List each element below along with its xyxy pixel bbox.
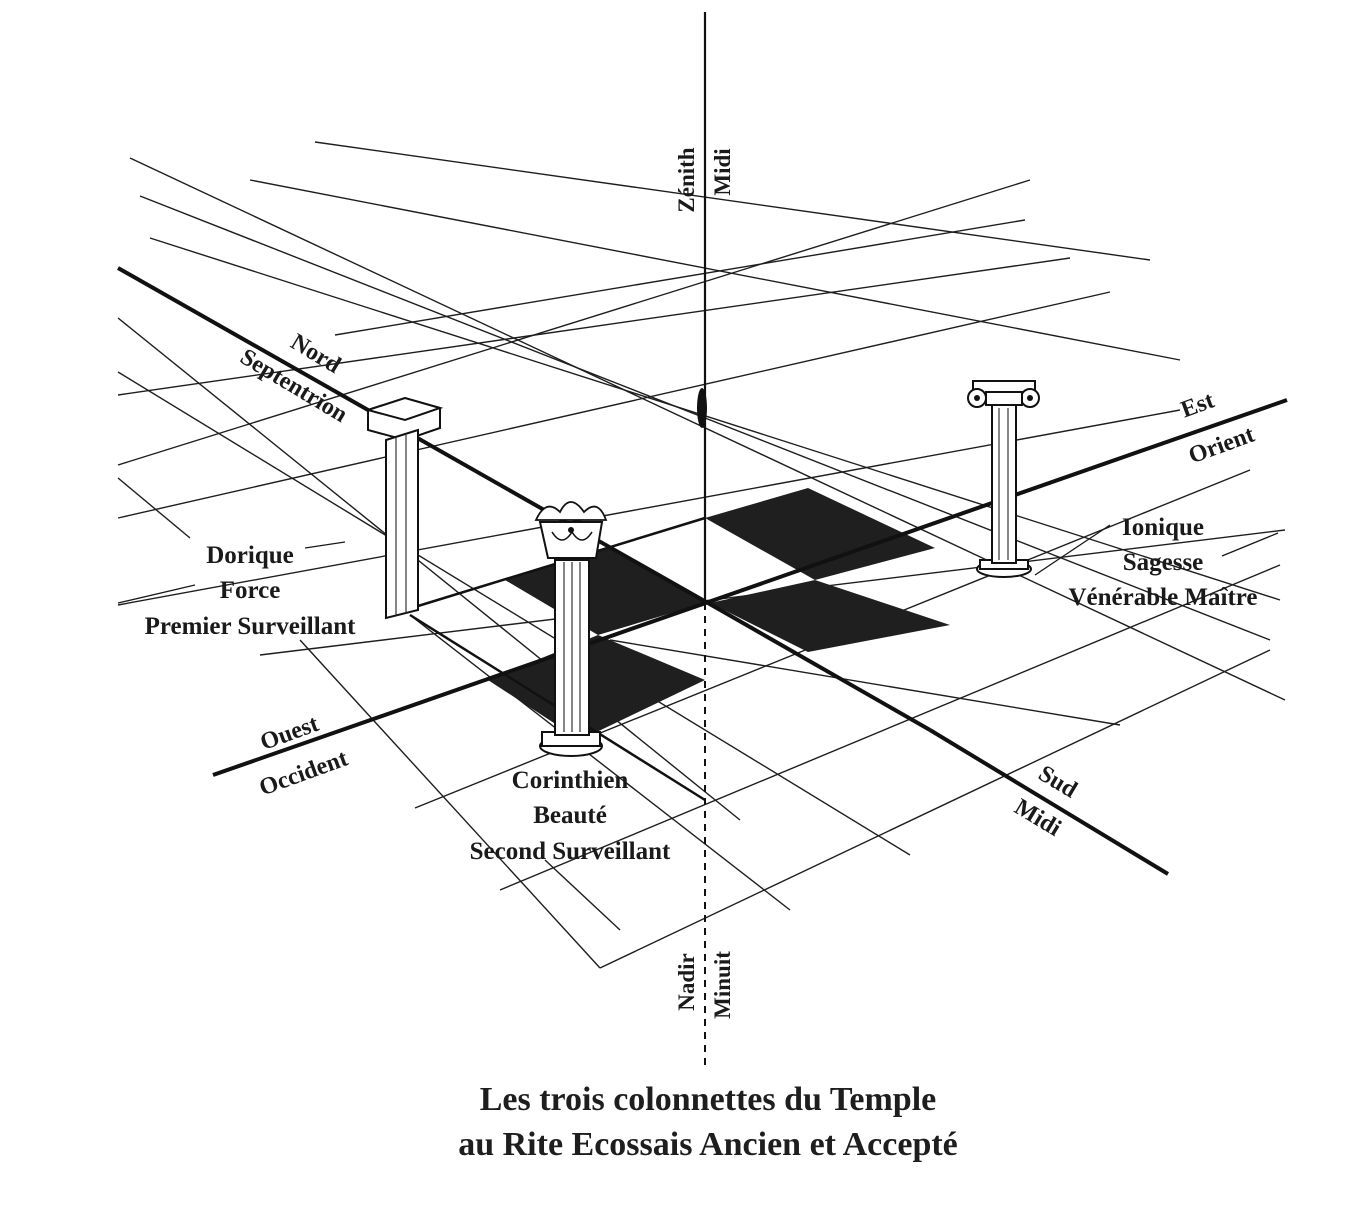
label-leaders: [117, 524, 1279, 604]
doric-column: [364, 396, 444, 620]
doric-caption: Dorique Force Premier Surveillant: [145, 542, 357, 640]
zenith-midi-label: Midi: [710, 148, 735, 196]
dark-tile-2: [710, 580, 950, 652]
ionic-column: [967, 380, 1040, 578]
ionic-order-label: Ionique: [1122, 514, 1204, 541]
est-label: Est: [1177, 388, 1217, 424]
title-line-1: Les trois colonnettes du Temple: [480, 1081, 937, 1118]
ionic-caption: Ionique Sagesse Vénérable Maître: [1068, 514, 1257, 611]
doric-officer-label: Premier Surveillant: [145, 613, 357, 640]
south-line: [928, 728, 1170, 876]
corinthian-column: [534, 501, 608, 757]
midi-direction-label: Midi: [1010, 794, 1066, 842]
nadir-labels: Nadir Minuit: [674, 951, 735, 1019]
nadir-label: Nadir: [674, 953, 699, 1011]
title-line-2: au Rite Ecossais Ancien et Accepté: [458, 1126, 958, 1163]
doric-virtue-label: Force: [220, 577, 281, 604]
diagram-title: Les trois colonnettes du Temple au Rite …: [458, 1081, 958, 1163]
ionic-officer-label: Vénérable Maître: [1068, 584, 1257, 611]
nadir-minuit-label: Minuit: [710, 951, 735, 1019]
corinthian-virtue-label: Beauté: [533, 802, 607, 829]
zenith-label: Zénith: [674, 147, 699, 212]
ionic-virtue-label: Sagesse: [1123, 549, 1204, 576]
corinthian-caption: Corinthien Beauté Second Surveillant: [470, 767, 671, 865]
zenith-labels: Zénith Midi: [674, 147, 735, 212]
dark-tile-1: [705, 488, 935, 580]
west-line: [212, 398, 1288, 777]
plumb-bob-icon: [697, 388, 707, 428]
north-line-ext: [707, 601, 931, 732]
main-axes: [117, 12, 1288, 1070]
orient-label: Orient: [1185, 422, 1258, 470]
corinthian-officer-label: Second Surveillant: [470, 838, 671, 865]
corinthian-order-label: Corinthien: [512, 767, 629, 794]
doric-order-label: Dorique: [206, 542, 294, 569]
